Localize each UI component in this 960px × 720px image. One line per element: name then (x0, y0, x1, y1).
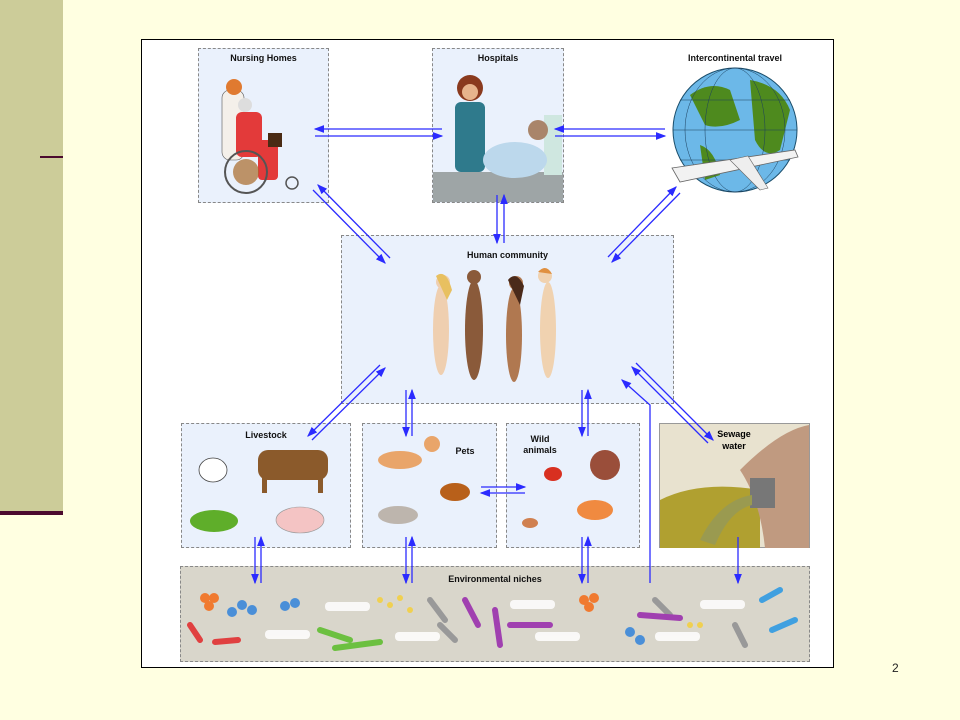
nursing-homes-label: Nursing Homes (230, 53, 297, 63)
nursing-home-illustration (221, 79, 299, 194)
arrow-travel-to-community (611, 192, 681, 263)
sewage-label-line2: water (721, 441, 746, 451)
hospital-illustration (433, 75, 563, 202)
livestock-label: Livestock (245, 430, 287, 440)
pets-illustration (378, 436, 470, 524)
wild-animals-label-line1: Wild (530, 434, 550, 444)
sidebar-bottom-line (0, 511, 63, 515)
human-figures (433, 267, 556, 382)
globe-illustration (671, 67, 799, 193)
pets-label: Pets (455, 446, 475, 456)
environmental-niches-label: Environmental niches (448, 574, 542, 584)
sewage-illustration (660, 425, 809, 548)
livestock-illustration (190, 450, 328, 534)
arrow-community-to-nursing (317, 184, 391, 259)
wild-animals-illustration (522, 450, 620, 528)
transmission-arrows (251, 125, 742, 585)
page-number: 2 (892, 661, 899, 675)
arrow-env-to-community (621, 379, 651, 583)
sidebar-accent-line (40, 156, 63, 158)
microbes-illustration (187, 587, 798, 651)
arrow-community-to-sewage (635, 362, 714, 441)
arrow-nursing-to-community (312, 189, 386, 264)
wild-animals-label-line2: animals (523, 445, 557, 455)
arrow-community-to-travel (607, 186, 677, 258)
human-community-label: Human community (466, 250, 548, 260)
hospitals-label: Hospitals (477, 53, 519, 63)
travel-label: Intercontinental travel (687, 53, 783, 63)
arrow-sewage-to-community (631, 366, 709, 444)
arrow-community-to-livestock (307, 364, 381, 437)
sewage-label-line1: Sewage (717, 429, 751, 439)
arrow-livestock-to-community (311, 367, 386, 441)
slide-sidebar (0, 0, 63, 512)
